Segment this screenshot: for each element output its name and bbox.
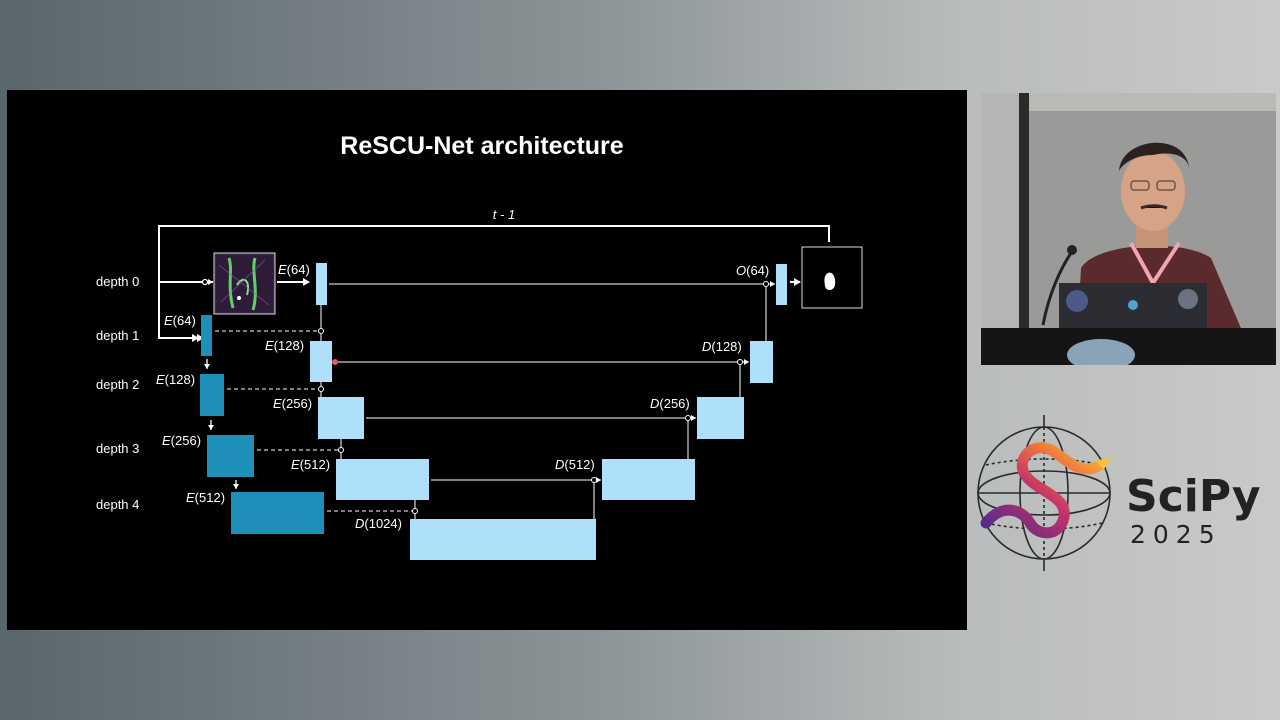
- concat-node: [737, 359, 743, 365]
- output-mask-thumbnail: [801, 246, 863, 309]
- depth-label-0: depth 0: [96, 274, 139, 289]
- depth-label-4: depth 4: [96, 497, 139, 512]
- architecture-diagram: ReSCU-Net architecture t - 1 depth 0 dep…: [96, 132, 863, 560]
- concat-node: [201, 278, 209, 286]
- speaker-photo: [981, 93, 1276, 365]
- concat-node: [412, 508, 418, 514]
- concat-node: [591, 477, 597, 483]
- concat-node: [763, 281, 769, 287]
- output-block-64: [776, 264, 787, 305]
- input-image-thumbnail: [213, 252, 276, 315]
- encoder-block-64: [316, 263, 327, 305]
- scipy-logo-graphic: SciPy 2025: [977, 415, 1261, 571]
- concat-node: [685, 415, 691, 421]
- depth-label-3: depth 3: [96, 441, 139, 456]
- encoder-label-64: E(64): [278, 262, 310, 277]
- decoder-block-256: [697, 397, 744, 439]
- encoder-block-512: [336, 459, 429, 500]
- scipy-logo: SciPy 2025: [972, 405, 1272, 575]
- concat-node: [338, 447, 344, 453]
- dark-encoder-block-256: [207, 435, 254, 477]
- encoder-block-128: [310, 341, 332, 382]
- dark-encoder-block-128: [200, 374, 224, 416]
- bottleneck-block-1024: [410, 519, 596, 560]
- bottleneck-label: D(1024): [355, 516, 402, 531]
- encoder-block-256: [318, 397, 364, 439]
- encoder-label-512: E(512): [291, 457, 330, 472]
- depth-label-2: depth 2: [96, 377, 139, 392]
- decoder-label-512: D(512): [555, 457, 595, 472]
- decoder-label-256: D(256): [650, 396, 690, 411]
- snake-icon: [980, 442, 1106, 539]
- dark-encoder-label-64: E(64): [164, 313, 196, 328]
- concat-node: [318, 328, 324, 334]
- decoder-block-512: [602, 459, 695, 500]
- scipy-wordmark: SciPy: [1126, 471, 1261, 522]
- depth-label-1: depth 1: [96, 328, 139, 343]
- dark-encoder-label-512: E(512): [186, 490, 225, 505]
- decoder-block-128: [750, 341, 773, 383]
- highlight-dot: [332, 359, 338, 365]
- scipy-year: 2025: [1130, 520, 1222, 549]
- recurrence-label: t - 1: [493, 207, 515, 222]
- encoder-label-128: E(128): [265, 338, 304, 353]
- speaker-video: [981, 93, 1276, 365]
- dark-encoder-label-256: E(256): [162, 433, 201, 448]
- presentation-slide: ReSCU-Net architecture t - 1 depth 0 dep…: [7, 90, 967, 630]
- dark-encoder-block-64: [201, 315, 212, 356]
- slide-title: ReSCU-Net architecture: [340, 132, 624, 160]
- dark-encoder-label-128: E(128): [156, 372, 195, 387]
- output-label-64: O(64): [736, 263, 769, 278]
- decoder-label-128: D(128): [702, 339, 742, 354]
- dark-encoder-block-512: [231, 492, 324, 534]
- concat-node: [318, 386, 324, 392]
- encoder-label-256: E(256): [273, 396, 312, 411]
